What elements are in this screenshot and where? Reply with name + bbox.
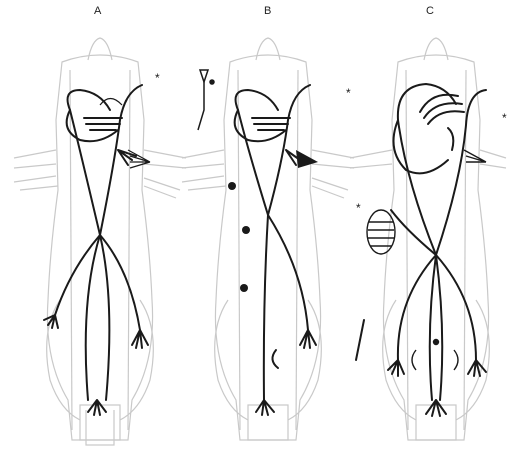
- panel-b-ganglia: [228, 150, 318, 292]
- panel-c-lower-fibers: [412, 340, 458, 371]
- panel-c-nerve-pathway: [356, 84, 486, 416]
- panel-a-marker: *: [155, 71, 160, 85]
- panel-b-marker: *: [346, 86, 351, 100]
- panel-b: *: [182, 38, 354, 440]
- panel-a: *: [14, 38, 186, 445]
- panel-c-body-outline: [350, 38, 506, 440]
- panel-a-nerve-pathway: [44, 85, 148, 415]
- panel-c-marker-upper: *: [502, 111, 507, 125]
- panel-b-inset-icon: [198, 70, 214, 130]
- panel-c-ganglion-mass: [367, 150, 486, 254]
- panel-c-marker-lower: *: [356, 201, 361, 215]
- panel-c: * *: [350, 38, 507, 440]
- panel-b-nerve-pathway: [235, 85, 316, 415]
